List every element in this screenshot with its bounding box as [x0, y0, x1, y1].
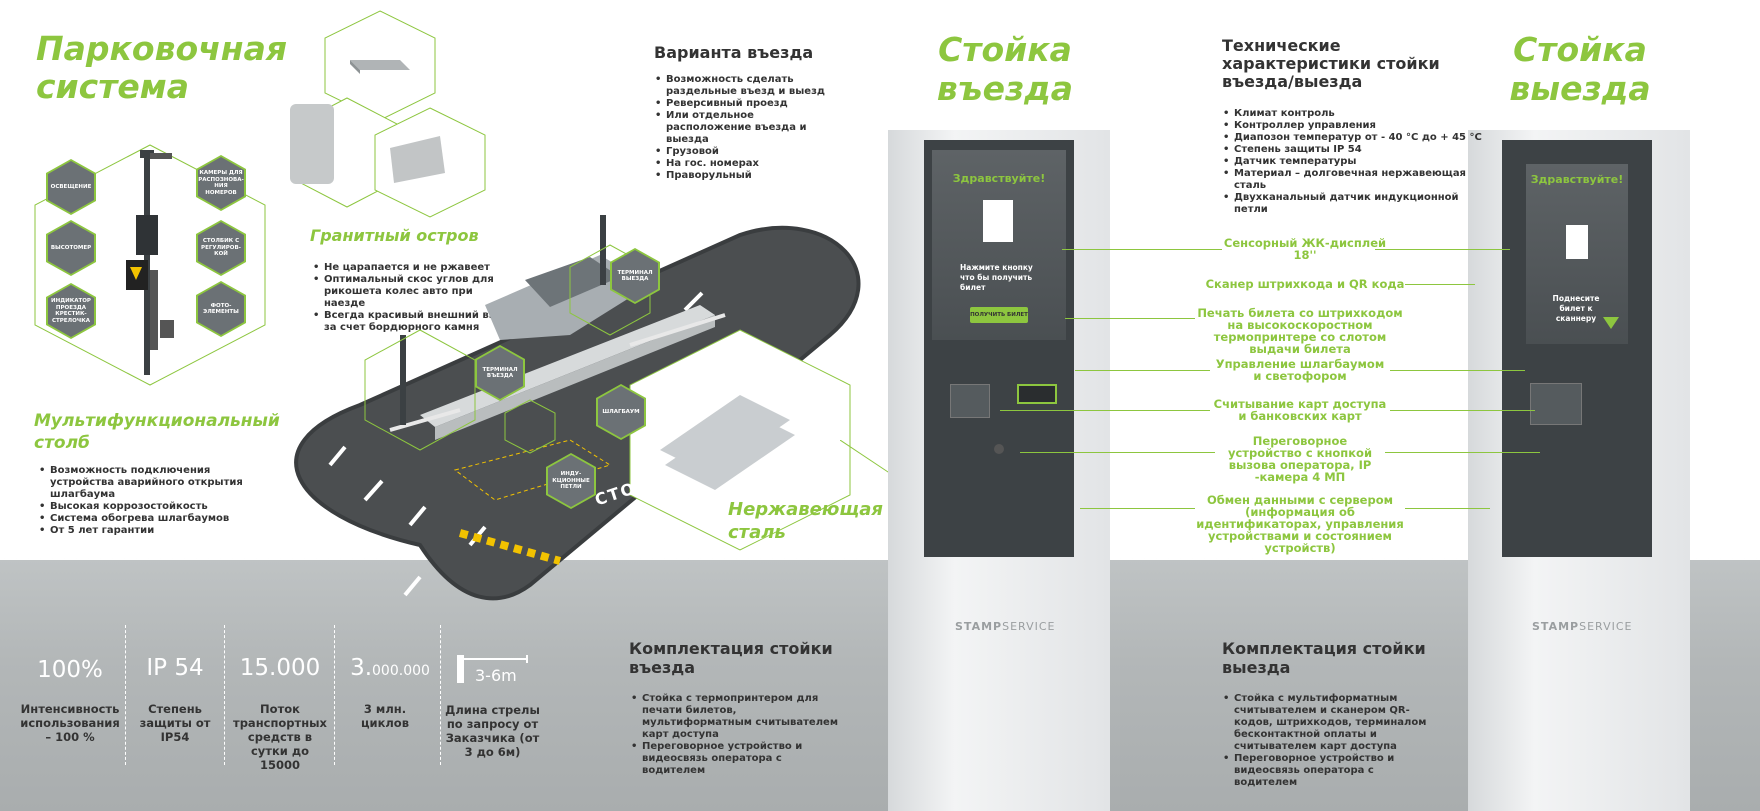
entry-kit-list: Стойка с термопринтером для печати билет… — [628, 693, 842, 777]
hex-exit-terminal: ТЕРМИНАЛ ВЫЕЗДА — [612, 250, 658, 302]
list-item: Степень защиты IP 54 — [1223, 144, 1484, 156]
boom-length-icon — [457, 655, 528, 683]
list-item: Всегда красивый внешний вид за счет борд… — [313, 310, 504, 334]
stat-flow-text: Поток транспортных средств в сутки до 15… — [233, 702, 327, 772]
tech-title: Технические характеристики стойки въезда… — [1222, 36, 1440, 91]
hex-cameras: КАМЕРЫ ДЛЯ РАСПОЗНОВА-НИЯ НОМЕРОВ — [198, 157, 244, 209]
list-item: Оптимальный скос углов для рикошета коле… — [313, 274, 504, 310]
list-item: Праворульный — [655, 170, 836, 182]
payment-terminal — [1530, 383, 1582, 425]
feature-card-reading: Считывание карт доступа и банковских кар… — [1213, 397, 1387, 423]
list-item: Стойка с мультиформатным считывателем и … — [1223, 693, 1439, 753]
granite-hexes — [290, 10, 486, 218]
feature-scanner: Сканер штрихкода и QR кода — [1205, 277, 1405, 291]
get-ticket-button[interactable]: ПОЛУЧИТЬ БИЛЕТ — [970, 307, 1028, 323]
list-item: Климат контроль — [1223, 108, 1484, 120]
list-item: Грузовой — [655, 146, 836, 158]
list-item: Двухканальный датчик индукционной петли — [1223, 192, 1484, 216]
steel-title: Нержавеющая сталь — [728, 499, 883, 543]
post-hex-outline — [34, 144, 266, 386]
hex-barrier: ШЛАГБАУМ — [598, 386, 644, 438]
stat-intensity-value: 100% — [37, 657, 103, 683]
stat-flow-value: 15.000 — [239, 655, 321, 681]
stat-cycles-value: 3.000.000 — [350, 655, 430, 681]
list-item: Высокая коррозостойкость — [39, 501, 270, 513]
hex-induction-loops: ИНДУ-КЦИОННЫЕ ПЕТЛИ — [548, 455, 594, 507]
entry-greeting: Здравствуйте! — [952, 172, 1046, 185]
feature-barrier-control: Управление шлагбаумом и светофором — [1215, 357, 1385, 383]
ticket-slot — [1017, 384, 1057, 404]
list-item: Стойка с термопринтером для печати билет… — [631, 693, 842, 741]
entry-kit-title: Комплектация стойки въезда — [629, 639, 833, 677]
stat-protection-value: IP 54 — [146, 655, 204, 681]
page-title: Парковочная система — [36, 29, 288, 106]
exit-kit-title: Комплектация стойки выезда — [1222, 639, 1426, 677]
feature-data-exchange: Обмен данными с сервером (информация об … — [1196, 493, 1404, 555]
multifunction-post-illustration — [126, 150, 174, 375]
list-item: Переговорное устройство и видеосвязь опе… — [1223, 753, 1439, 789]
feature-intercom: Переговорное устройство с кнопкой вызова… — [1227, 434, 1372, 484]
exit-greeting: Здравствуйте! — [1530, 173, 1624, 186]
list-item: Возможность сделать раздельные въезд и в… — [655, 74, 836, 98]
list-item: На гос. номерах — [655, 158, 836, 170]
list-item: От 5 лет гарантии — [39, 525, 270, 537]
feature-display: Сенсорный ЖК-дисплей 18'' — [1223, 236, 1387, 262]
arrow-down-icon — [1603, 317, 1619, 329]
exit-kit-list: Стойка с мультиформатным считывателем и … — [1220, 693, 1439, 789]
feature-printer: Печать билета со штрихкодом на высокоско… — [1197, 306, 1403, 356]
exit-kiosk-title: Стойка выезда — [1509, 30, 1651, 108]
list-item: Переговорное устройство и видеосвязь опе… — [631, 741, 842, 777]
list-item: Реверсивный проезд — [655, 98, 836, 110]
list-item: Или отдельное расположение въезда и выез… — [655, 110, 836, 146]
list-item: Не царапается и не ржавеет — [313, 262, 504, 274]
entry-brand: STAMPSERVICE — [955, 620, 1056, 633]
stat-boom-text: Длина стрелы по запросу от Заказчика (от… — [445, 703, 540, 759]
entry-screen-text: Нажмите кнопку что бы получить билет — [960, 263, 1033, 292]
granite-features-list: Не царапается и не ржавеет Оптимальный с… — [310, 262, 504, 334]
card-reader — [950, 384, 990, 418]
entry-kiosk-title: Стойка въезда — [936, 30, 1074, 108]
list-item: Система обогрева шлагбаумов — [39, 513, 270, 525]
intercom-button — [994, 444, 1004, 454]
exit-screen-text: Поднесите билет к сканнеру — [1552, 294, 1600, 323]
granite-title: Гранитный остров — [310, 226, 479, 245]
exit-brand: STAMPSERVICE — [1532, 620, 1633, 633]
stat-protection-text: Степень защиты от IP54 — [139, 702, 211, 744]
list-item: Диапозон температур от - 40 °С до + 45 °… — [1223, 132, 1484, 144]
list-item: Возможность подключения устройства авари… — [39, 465, 270, 501]
stat-intensity-text: Интенсивность использования – 100 % — [20, 702, 120, 744]
hex-lighting: ОСВЕЩЕНИЕ — [48, 161, 94, 213]
parking-scene — [294, 215, 861, 601]
ticket-icon — [983, 200, 1013, 242]
entry-variants-title: Варианта въезда — [654, 43, 814, 62]
list-item: Контроллер управления — [1223, 120, 1484, 132]
post-title: Мультифункциональный столб — [34, 411, 280, 453]
bottom-band — [0, 560, 1760, 811]
entry-variants-list: Возможность сделать раздельные въезд и в… — [652, 74, 836, 182]
ticket-icon — [1566, 225, 1588, 259]
stat-boom-value: 3-6m — [475, 666, 517, 685]
stat-cycles-text: 3 млн. циклов — [361, 702, 409, 730]
list-item: Материал – долговечная нержавеющая сталь — [1223, 168, 1484, 192]
post-features-list: Возможность подключения устройства авари… — [36, 465, 270, 537]
tech-specs-list: Климат контроль Контроллер управления Ди… — [1220, 108, 1484, 216]
list-item: Датчик температуры — [1223, 156, 1484, 168]
